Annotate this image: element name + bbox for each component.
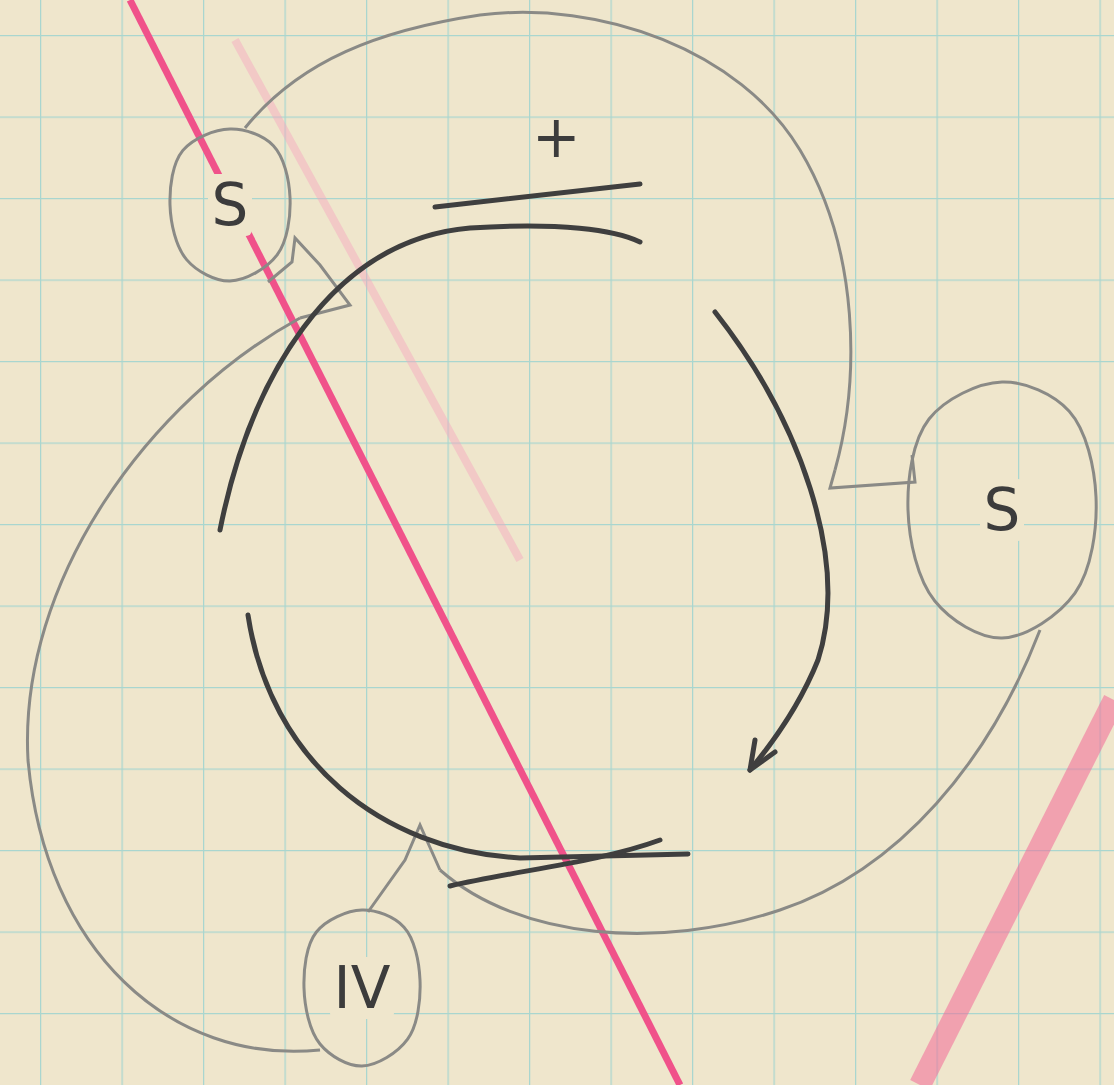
lobe-path [908, 382, 1096, 638]
sign-label: + [532, 108, 581, 166]
outline-segment [440, 630, 1040, 933]
arc-stroke [220, 226, 640, 530]
bar-stroke [435, 184, 640, 207]
lobe-node: S [168, 127, 292, 283]
arc-stroke [248, 615, 688, 858]
circular-arrows [220, 184, 828, 886]
lobe-letter: S [208, 174, 253, 236]
lobe-path [304, 910, 420, 1066]
lobe-node: S [906, 380, 1098, 640]
outline-segment [27, 318, 320, 1051]
arc-stroke [715, 312, 828, 770]
lobe-letter: S [980, 479, 1025, 541]
pink-rule-line [130, 0, 680, 1085]
lobe-path [170, 129, 290, 281]
pink-rule-line [920, 700, 1114, 1085]
arc-stroke [450, 840, 660, 886]
outline-segment [245, 12, 851, 470]
outline-neck [830, 455, 915, 488]
arrowhead-stroke [750, 740, 775, 770]
pink-smudge [235, 40, 520, 560]
lobe-node: IV [302, 908, 422, 1068]
lobe-letter: IV [330, 957, 395, 1019]
wavy-outline [27, 12, 1040, 1051]
